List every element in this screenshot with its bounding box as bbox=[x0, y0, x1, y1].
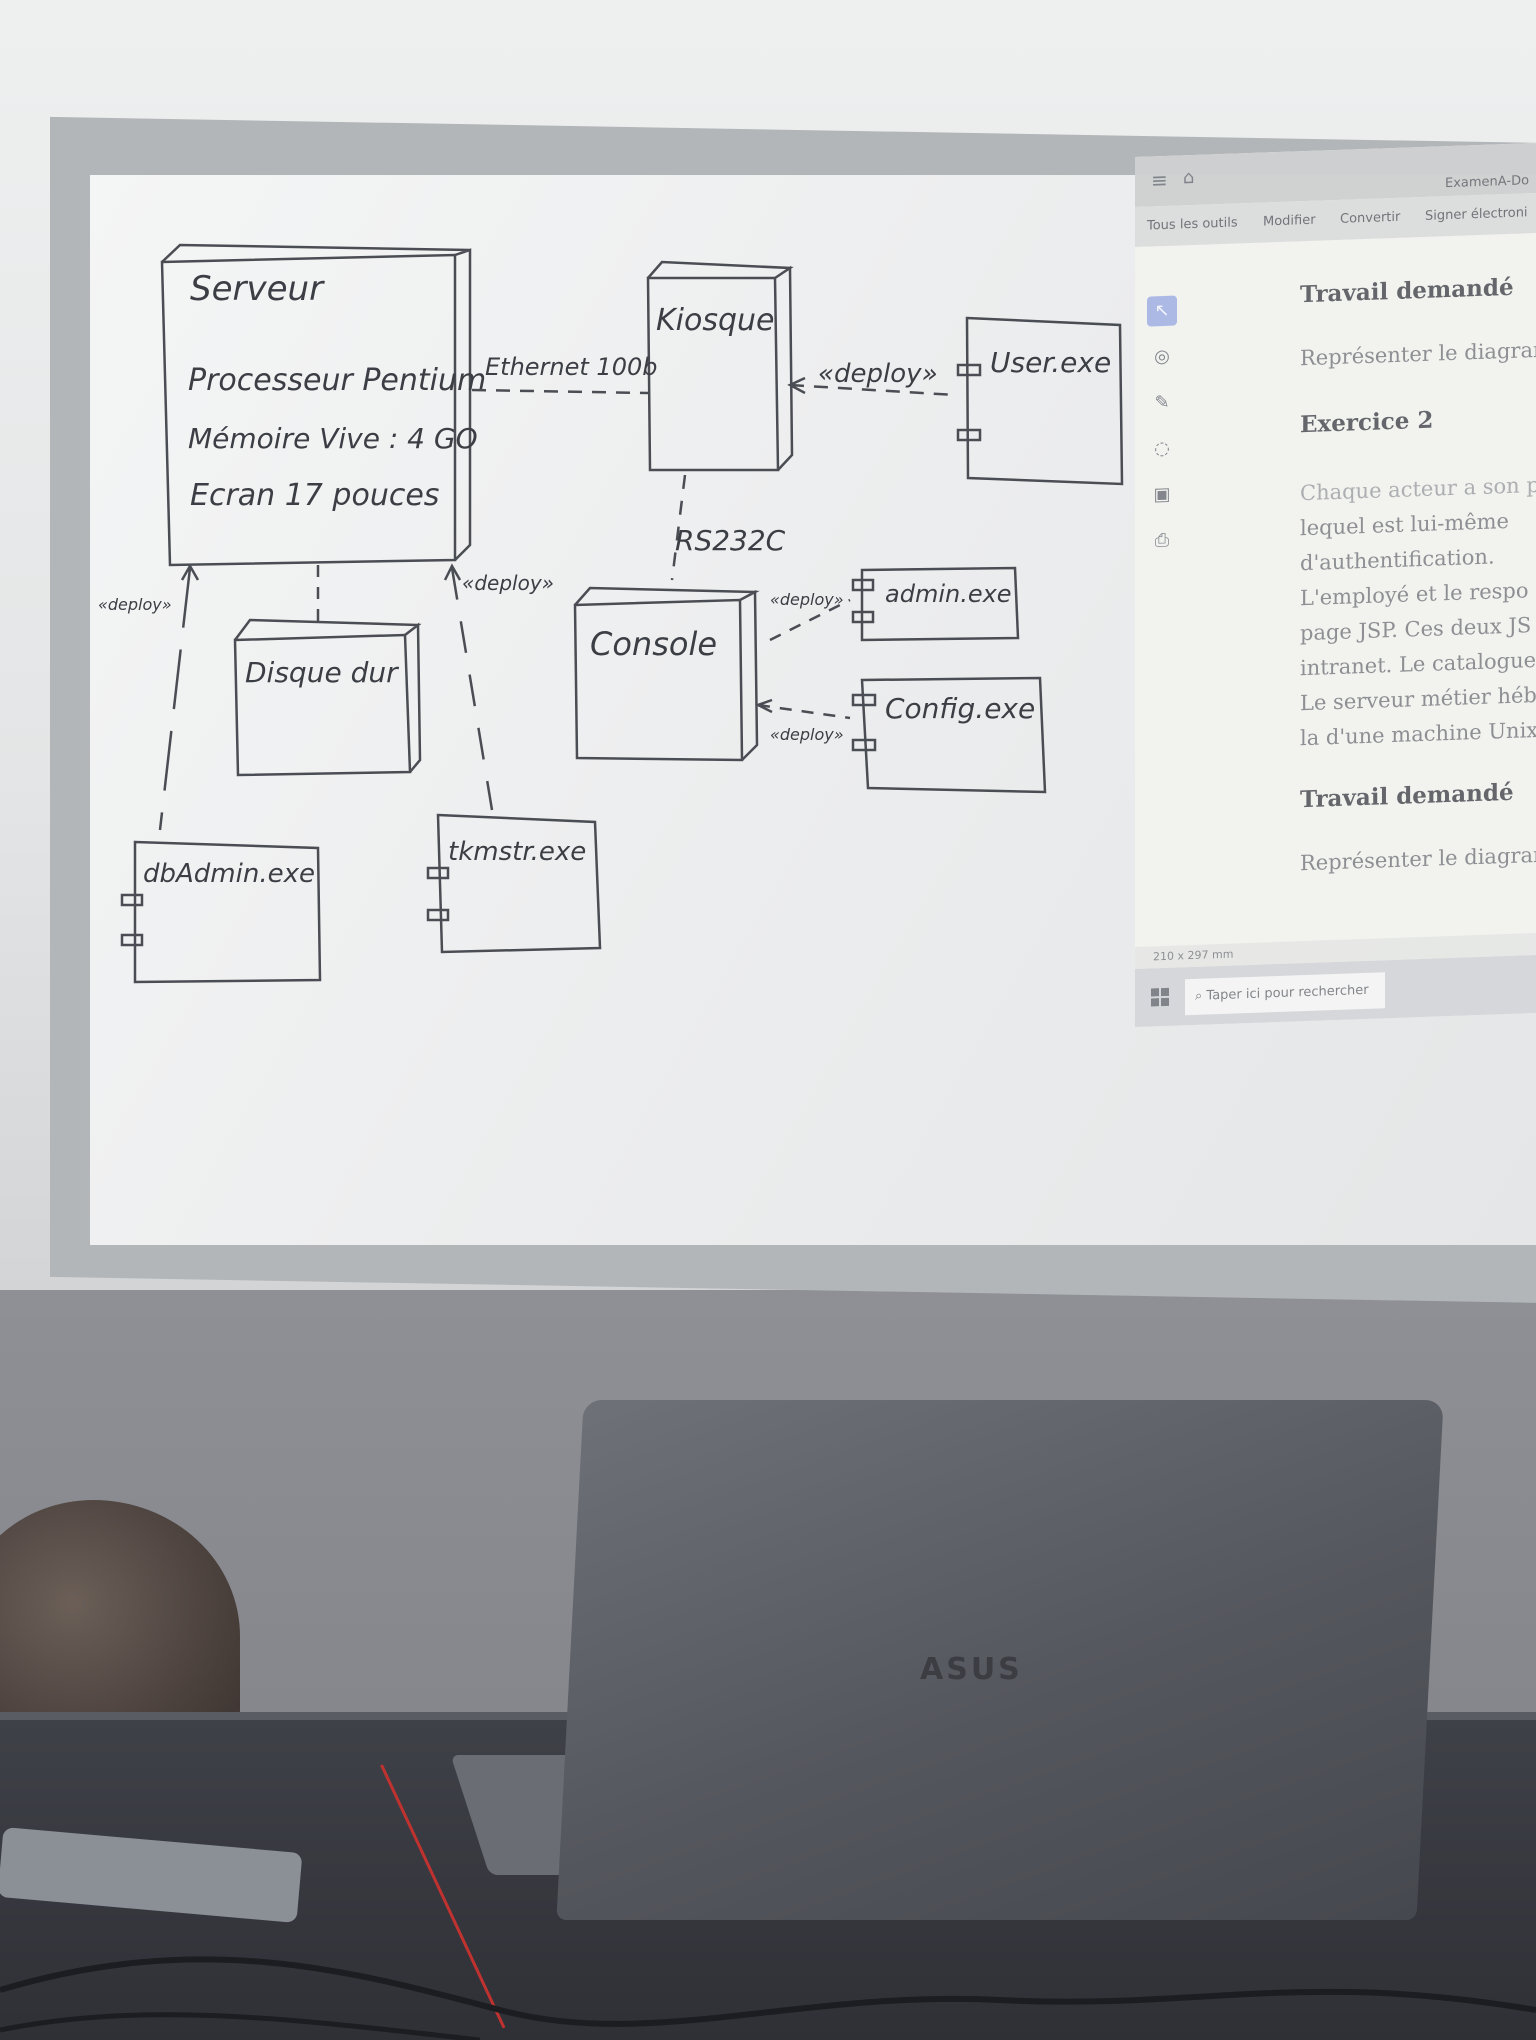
serveur-line-2: Mémoire Vive : 4 GO bbox=[188, 422, 478, 455]
deploy-dbadmin-label: «deploy» bbox=[98, 595, 172, 614]
user-exe-label: User.exe bbox=[990, 346, 1111, 379]
console-title: Console bbox=[590, 625, 717, 663]
toolbar-item-convert[interactable]: Convertir bbox=[1340, 209, 1401, 227]
rs232c-label: RS232C bbox=[675, 524, 786, 557]
component-dbadmin-exe: dbAdmin.exe bbox=[120, 840, 322, 984]
node-serveur: Serveur Processeur Pentium Mémoire Vive … bbox=[160, 243, 486, 567]
arrow-head-user bbox=[787, 376, 806, 395]
doc-line-6: intranet. Le catalogue bbox=[1300, 647, 1536, 681]
link-ethernet bbox=[471, 388, 649, 395]
link-deploy-tkmstr bbox=[450, 567, 494, 811]
deploy-user-label: «deploy» bbox=[818, 359, 938, 389]
search-icon: ⌕ bbox=[1195, 988, 1203, 1004]
link-rs232c bbox=[670, 474, 687, 581]
disque-dur-title: Disque dur bbox=[245, 656, 399, 689]
deploy-config-label: «deploy» bbox=[770, 725, 844, 744]
kiosque-title: Kiosque bbox=[656, 303, 775, 338]
menu-icon[interactable]: ≡ bbox=[1151, 167, 1168, 193]
doc-heading-3: Travail demandé bbox=[1300, 778, 1514, 814]
projected-screen: ≡ ⌂ ExamenA-Do Tous les outils Modifier … bbox=[1135, 142, 1536, 1028]
tkmstr-exe-label: tkmstr.exe bbox=[448, 837, 586, 867]
doc-paragraph-1: Représenter le diagram bbox=[1300, 337, 1536, 371]
document-page: Travail demandé Représenter le diagram E… bbox=[1300, 263, 1536, 991]
ethernet-label: Ethernet 100b bbox=[485, 353, 657, 381]
arrow-head-config bbox=[754, 698, 773, 714]
taskbar-search-box[interactable]: ⌕ Taper ici pour rechercher bbox=[1185, 972, 1385, 1016]
config-exe-label: Config.exe bbox=[885, 692, 1035, 725]
page-size-label: 210 x 297 mm bbox=[1153, 947, 1234, 964]
text-box-tool-icon[interactable]: ▣ bbox=[1153, 483, 1171, 506]
stamp-tool-icon[interactable]: ⎙ bbox=[1154, 529, 1170, 552]
doc-line-5: page JSP. Ces deux JS bbox=[1300, 613, 1532, 646]
deployment-diagram: Serveur Processeur Pentium Mémoire Vive … bbox=[98, 243, 1124, 984]
doc-line-8: la d'une machine Unix bbox=[1300, 717, 1536, 751]
component-config-exe: Config.exe bbox=[851, 676, 1047, 794]
taskbar-search-placeholder: Taper ici pour rechercher bbox=[1206, 982, 1369, 1004]
window-title: ExamenA-Do bbox=[1445, 173, 1530, 192]
serveur-line-3: Ecran 17 pouces bbox=[190, 478, 439, 513]
serveur-line-1: Processeur Pentium bbox=[188, 363, 486, 398]
deploy-tkmstr-label: «deploy» bbox=[462, 571, 554, 595]
toolbar-item-all-tools[interactable]: Tous les outils bbox=[1147, 215, 1238, 234]
home-icon[interactable]: ⌂ bbox=[1183, 166, 1195, 189]
cursor-tool-icon[interactable]: ↖ bbox=[1147, 295, 1177, 327]
arrow-head-tkmstr bbox=[443, 563, 462, 581]
link-deploy-dbadmin bbox=[158, 567, 192, 831]
serveur-title: Serveur bbox=[190, 269, 325, 309]
doc-heading-1: Travail demandé bbox=[1300, 273, 1514, 309]
link-deploy-config bbox=[757, 703, 851, 720]
doc-line-3: d'authentification. bbox=[1300, 544, 1495, 576]
laptop-logo: ASUS bbox=[920, 1652, 1023, 1687]
toolbar-item-modify[interactable]: Modifier bbox=[1263, 212, 1316, 230]
component-tkmstr-exe: tkmstr.exe bbox=[426, 813, 602, 954]
component-admin-exe: admin.exe bbox=[851, 566, 1020, 642]
proj-tools-sidebar: ↖ ◎ ✎ ◌ ▣ ⎙ bbox=[1147, 295, 1187, 776]
arrow-head-dbadmin bbox=[180, 563, 200, 581]
admin-exe-label: admin.exe bbox=[885, 580, 1012, 608]
doc-line-7: Le serveur métier héb bbox=[1300, 682, 1536, 716]
node-kiosque: Kiosque bbox=[646, 260, 794, 472]
doc-line-1: Chaque acteur a son p bbox=[1300, 472, 1536, 506]
doc-line-2: lequel est lui-même bbox=[1300, 508, 1509, 541]
deploy-admin-label: «deploy» bbox=[770, 590, 844, 609]
toolbar-item-sign[interactable]: Signer électroni bbox=[1425, 205, 1528, 224]
doc-paragraph-3: Représenter le diagram bbox=[1300, 842, 1536, 876]
component-user-exe: User.exe bbox=[956, 316, 1124, 486]
windows-start-icon[interactable] bbox=[1151, 987, 1169, 1007]
comment-tool-icon[interactable]: ◎ bbox=[1154, 345, 1170, 368]
node-disque-dur: Disque dur bbox=[233, 618, 422, 777]
pen-tool-icon[interactable]: ✎ bbox=[1154, 391, 1170, 414]
node-console: Console bbox=[573, 586, 760, 762]
link-deploy-user bbox=[789, 383, 956, 397]
lasso-tool-icon[interactable]: ◌ bbox=[1154, 437, 1170, 460]
dbadmin-exe-label: dbAdmin.exe bbox=[143, 859, 315, 889]
link-deploy-admin bbox=[769, 598, 851, 642]
cables bbox=[0, 1956, 1536, 2040]
doc-line-4: L'employé et le respo bbox=[1300, 578, 1529, 611]
doc-heading-exercice-2: Exercice 2 bbox=[1300, 406, 1434, 439]
